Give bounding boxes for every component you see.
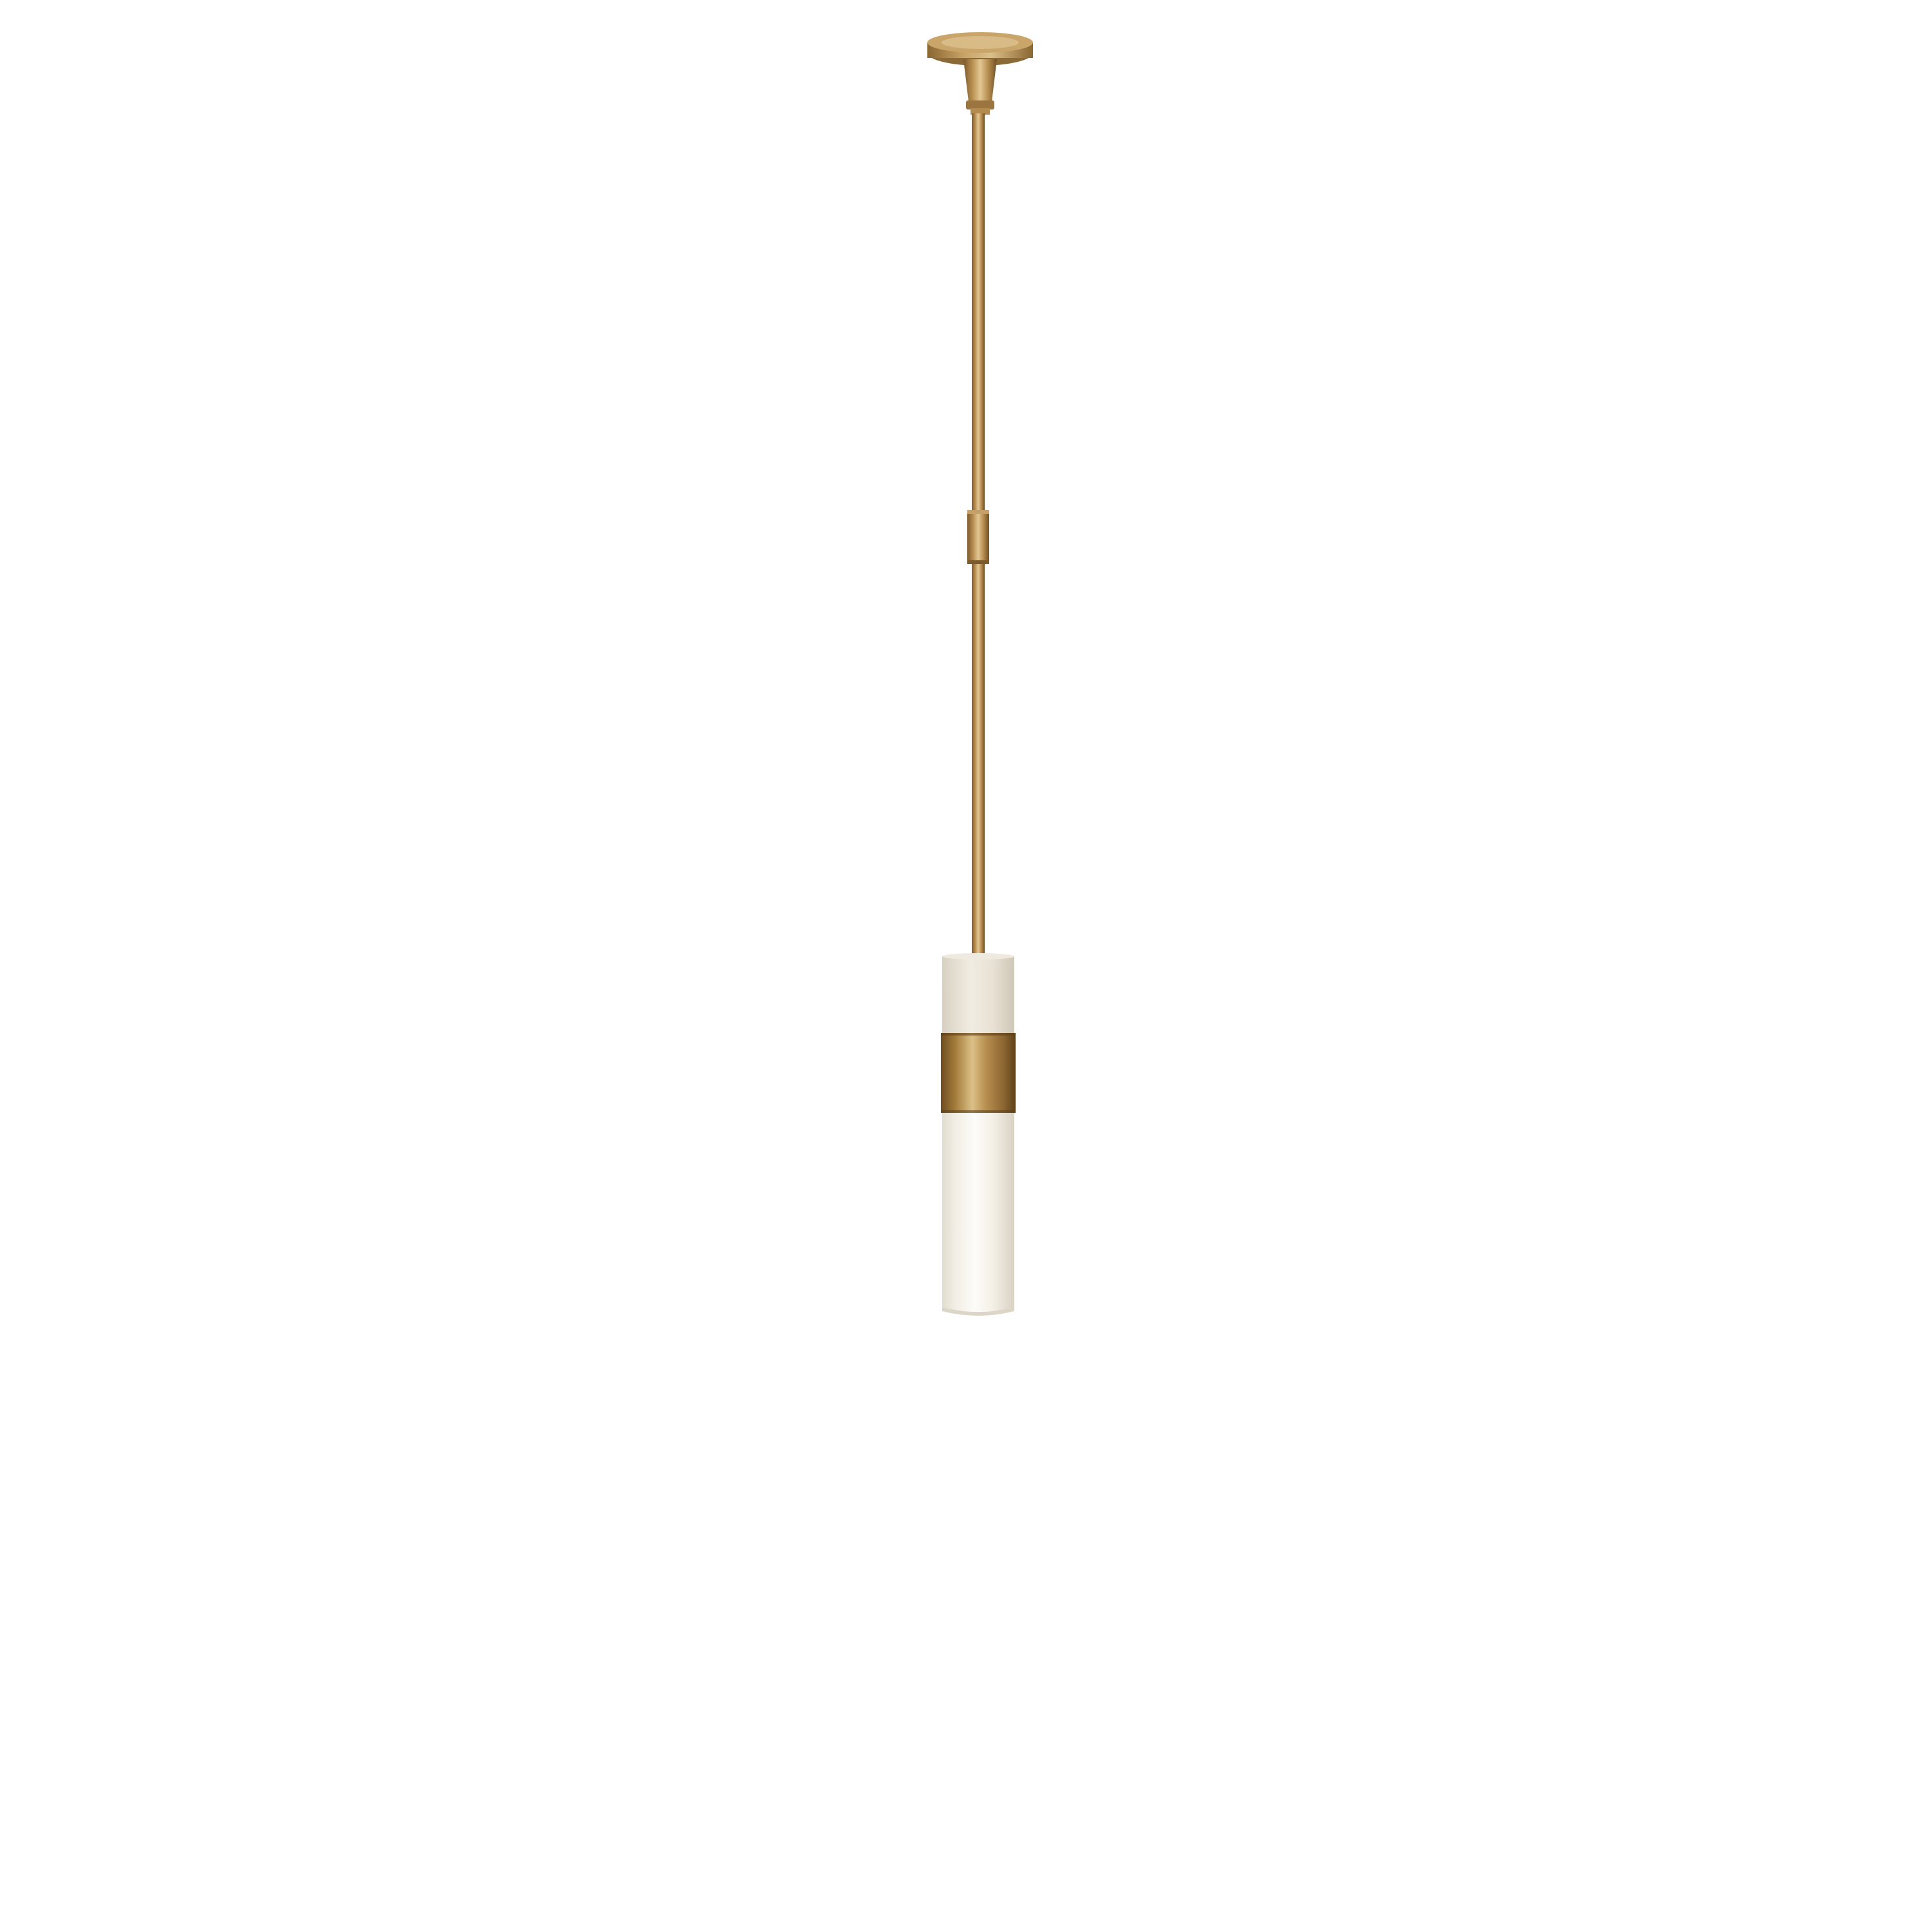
down-rod-upper — [972, 113, 985, 511]
down-rod-lower — [972, 564, 985, 958]
frosted-glass-shade-top — [942, 953, 1014, 1034]
ceiling-canopy — [927, 32, 1033, 115]
brass-band — [941, 1033, 1016, 1113]
rod-coupler — [967, 510, 989, 564]
frosted-glass-shade-bottom — [942, 1113, 1014, 1316]
